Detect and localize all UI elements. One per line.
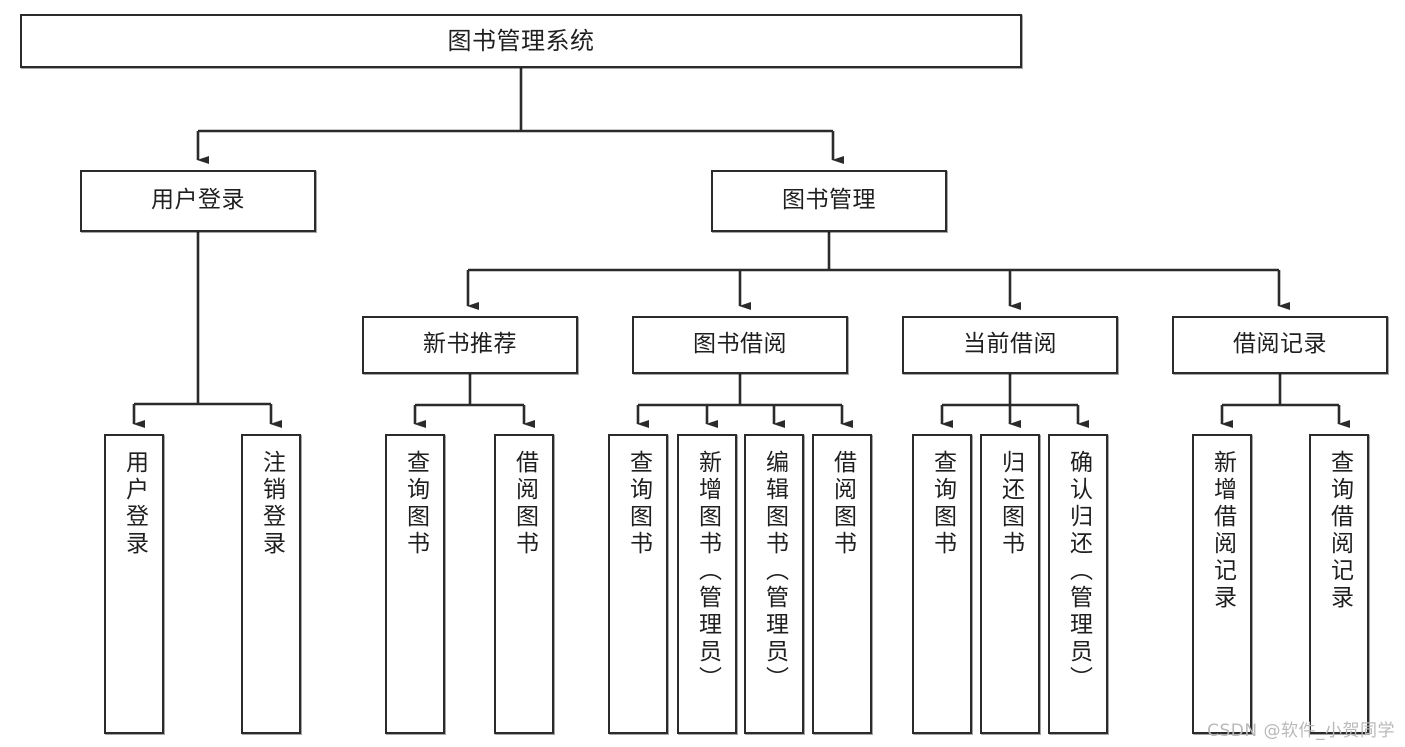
- node-label: 图书管理系统: [447, 26, 595, 55]
- node-label: 借阅记录: [1233, 331, 1327, 358]
- node-label: 查询图书: [402, 450, 429, 558]
- leaf-current-return-books[interactable]: 归还图书: [980, 434, 1040, 734]
- leaf-newbook-query-books[interactable]: 查询图书: [385, 434, 445, 734]
- node-label: 归还图书: [997, 450, 1024, 558]
- node-book-management[interactable]: 图书管理: [711, 170, 947, 232]
- node-label: 用户登录: [121, 450, 148, 558]
- node-root-system[interactable]: 图书管理系统: [20, 14, 1022, 68]
- leaf-current-confirm-return-admin[interactable]: 确认归还（管理员）: [1048, 434, 1108, 734]
- leaf-borrow-add-book-admin[interactable]: 新增图书（管理员）: [677, 434, 737, 734]
- node-book-borrow[interactable]: 图书借阅: [632, 316, 848, 374]
- node-label: 查询图书: [625, 450, 652, 558]
- node-user-login[interactable]: 用户登录: [80, 170, 316, 232]
- leaf-record-add-record[interactable]: 新增借阅记录: [1192, 434, 1252, 734]
- node-label: 当前借阅: [963, 331, 1057, 358]
- csdn-watermark: CSDN @软件_小贺同学: [1207, 721, 1395, 741]
- leaf-current-query-books[interactable]: 查询图书: [912, 434, 972, 734]
- node-label: 借阅图书: [829, 450, 856, 558]
- node-label: 编辑图书（管理员）: [761, 450, 788, 693]
- leaf-borrow-edit-book-admin[interactable]: 编辑图书（管理员）: [744, 434, 804, 734]
- node-current-borrow[interactable]: 当前借阅: [902, 316, 1118, 374]
- leaf-user-login[interactable]: 用户登录: [104, 434, 164, 734]
- node-label: 确认归还（管理员）: [1065, 450, 1092, 693]
- node-borrow-record[interactable]: 借阅记录: [1172, 316, 1388, 374]
- node-label: 查询借阅记录: [1326, 450, 1353, 612]
- node-label: 图书管理: [782, 187, 876, 214]
- node-label: 借阅图书: [511, 450, 538, 558]
- node-label: 新增图书（管理员）: [694, 450, 721, 693]
- node-label: 图书借阅: [693, 331, 787, 358]
- node-label: 注销登录: [258, 450, 285, 558]
- node-new-book-recommend[interactable]: 新书推荐: [362, 316, 578, 374]
- leaf-borrow-borrow-books[interactable]: 借阅图书: [812, 434, 872, 734]
- leaf-borrow-query-books[interactable]: 查询图书: [608, 434, 668, 734]
- leaf-user-logout[interactable]: 注销登录: [241, 434, 301, 734]
- node-label: 查询图书: [929, 450, 956, 558]
- node-label: 用户登录: [151, 187, 245, 214]
- leaf-newbook-borrow-books[interactable]: 借阅图书: [494, 434, 554, 734]
- node-label: 新增借阅记录: [1209, 450, 1236, 612]
- leaf-record-query-record[interactable]: 查询借阅记录: [1309, 434, 1369, 734]
- node-label: 新书推荐: [423, 331, 517, 358]
